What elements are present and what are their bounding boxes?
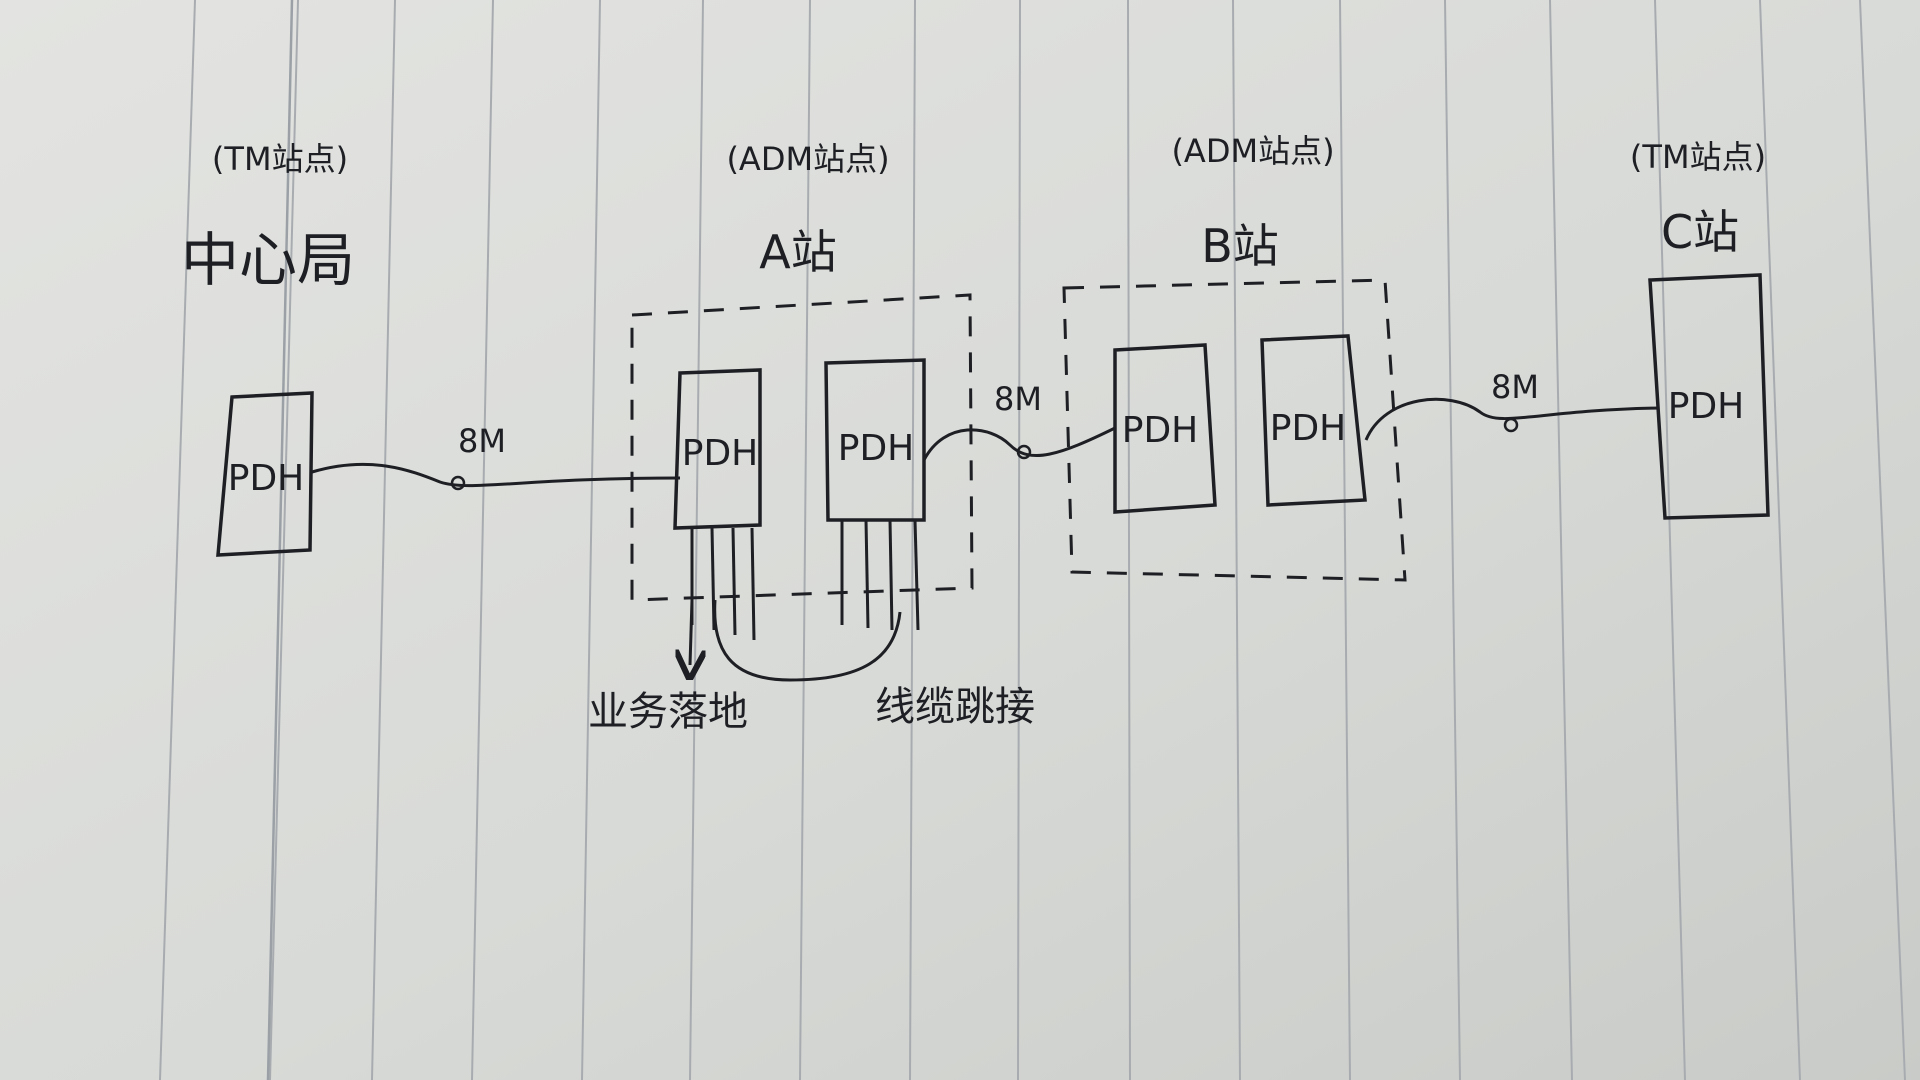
a-tributary-lines — [690, 519, 920, 641]
c-pdh-label: PDH — [1668, 386, 1745, 427]
center-name: 中心局 — [181, 226, 355, 294]
margin-line — [266, 0, 294, 1080]
link-center-a: 8M — [311, 422, 681, 491]
a-pdh-label-1: PDH — [682, 433, 759, 474]
b-name: B站 — [1201, 219, 1279, 273]
link-center-a-node — [450, 475, 466, 491]
a-drop-note: 业务落地 — [588, 689, 748, 735]
center-pdh-box — [216, 391, 314, 557]
c-pdh-box — [1648, 273, 1770, 520]
a-dashed-boundary — [630, 293, 974, 602]
a-pdh-label-2: PDH — [838, 428, 915, 469]
ruled-lines — [159, 0, 1906, 1080]
a-drop-arrow — [690, 599, 692, 665]
b-pdh-label-1: PDH — [1122, 410, 1199, 451]
a-type-label: (ADM站点) — [726, 140, 889, 178]
a-pdh-box-1 — [673, 368, 762, 530]
b-pdh-box-2 — [1260, 334, 1367, 507]
c-name: C站 — [1661, 205, 1739, 259]
station-c: (TM站点) C站 PDH — [1630, 138, 1770, 520]
b-pdh-box-1 — [1113, 343, 1217, 514]
a-pdh-box-2 — [824, 358, 926, 522]
b-pdh-label-2: PDH — [1270, 408, 1347, 449]
c-type-label: (TM站点) — [1630, 138, 1766, 176]
link-a-b-node — [1016, 444, 1032, 460]
center-type-label: (TM站点) — [212, 140, 348, 178]
a-jumper-loop — [713, 599, 902, 682]
b-type-label: (ADM站点) — [1171, 132, 1334, 170]
a-name: A站 — [759, 225, 836, 279]
link-b-c-node — [1503, 417, 1519, 433]
link-b-c-label: 8M — [1491, 368, 1539, 406]
link-center-a-label: 8M — [458, 422, 506, 460]
link-b-c: 8M — [1364, 368, 1659, 441]
center-pdh-label: PDH — [228, 458, 305, 499]
station-a: (ADM站点) A站 PDH PDH 业务落地 线缆跳接 — [588, 140, 1035, 735]
station-b: (ADM站点) B站 PDH PDH — [1062, 132, 1407, 582]
a-jumper-note: 线缆跳接 — [875, 684, 1035, 730]
station-center: (TM站点) 中心局 PDH — [181, 140, 355, 557]
link-a-b: 8M — [922, 380, 1116, 461]
link-a-b-label: 8M — [994, 380, 1042, 418]
b-dashed-boundary — [1062, 278, 1407, 582]
